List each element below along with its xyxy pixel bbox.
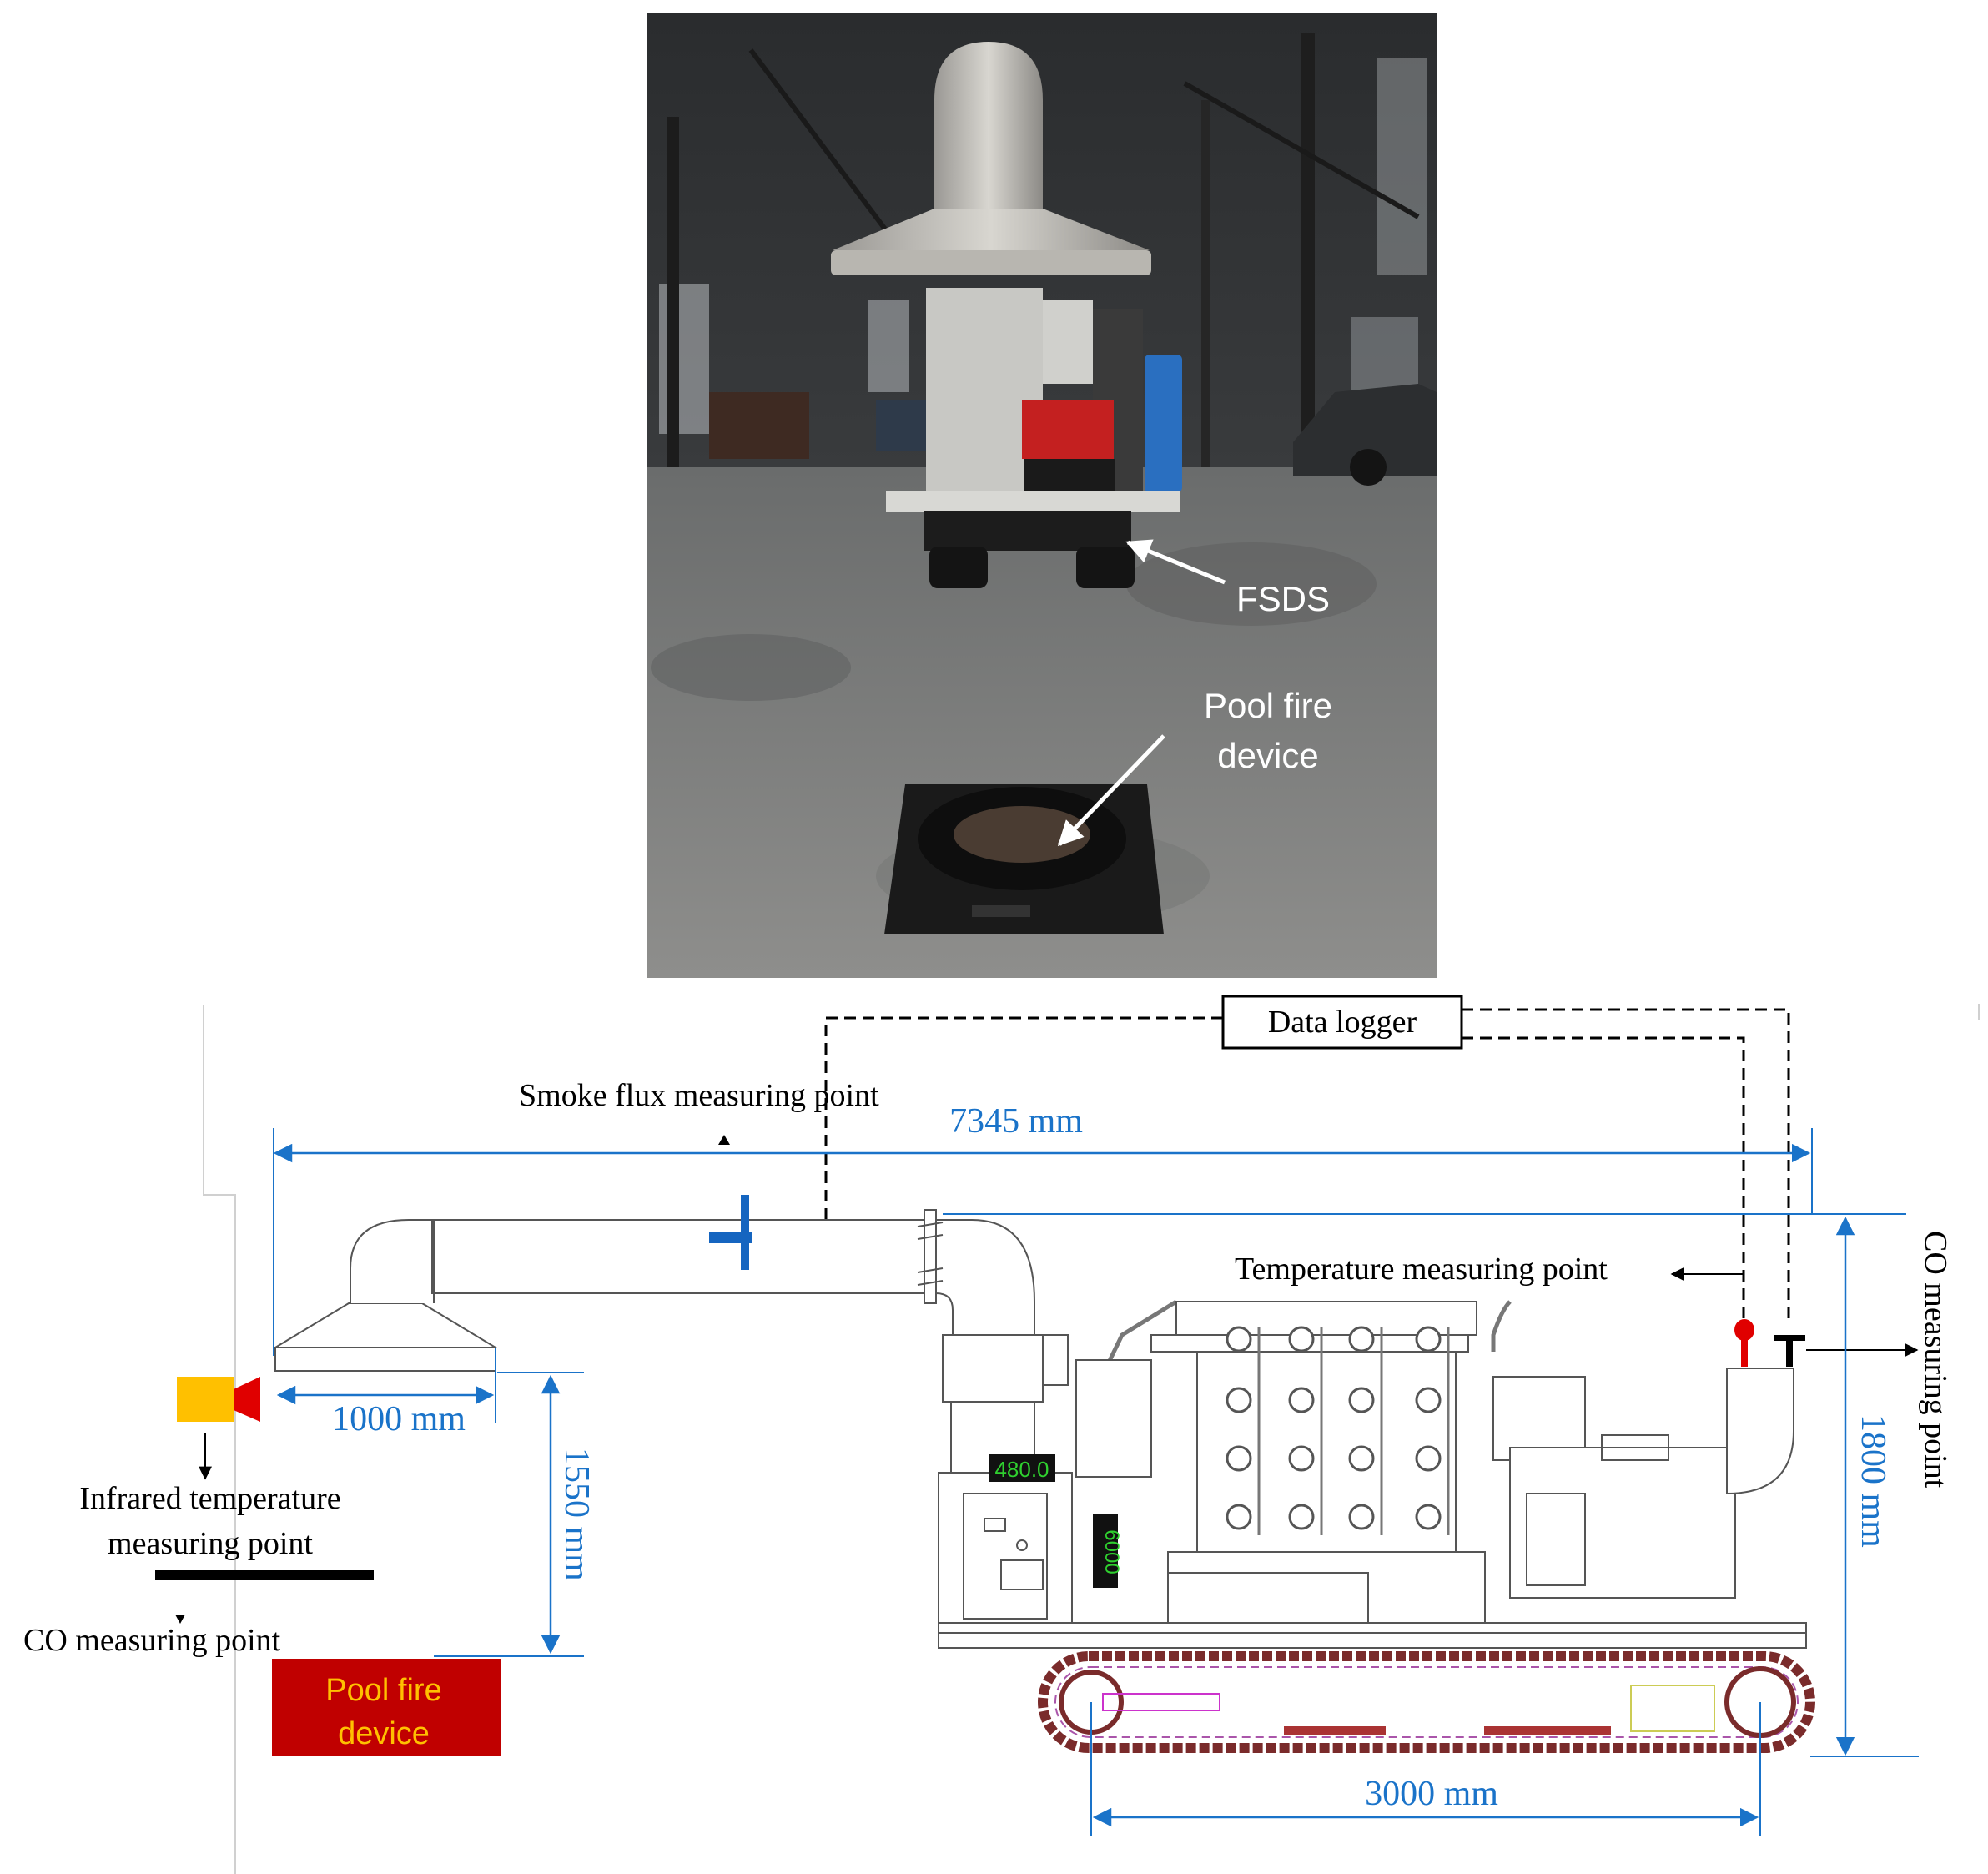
pool-fire-device-line1: Pool fire (325, 1673, 441, 1708)
fsds-vehicle-drawing (938, 1299, 1815, 1753)
smoke-hood-duct (272, 1209, 1035, 1372)
radiator-valve (1415, 1387, 1442, 1413)
panel-readout-vertical-box (1093, 1514, 1118, 1588)
radiator-valve (1415, 1504, 1442, 1530)
dim-total-length-label: 7345 mm (949, 1102, 1083, 1141)
co-point-right-label: CO measuring point (1918, 1231, 1953, 1489)
photo-fsds-label: FSDS (1236, 579, 1330, 618)
dim-vehicle-height-label: 1800 mm (1854, 1414, 1892, 1548)
radiator-valve (1415, 1445, 1442, 1472)
panel-readout: 480.0 (994, 1457, 1049, 1482)
photo-pool-fire-label-line1: Pool fire (1204, 686, 1332, 725)
diagram-panel: Data logger Smoke flux measuring point 7… (23, 995, 1980, 1874)
infrared-point-label-line1: Infrared temperature (79, 1481, 340, 1516)
dim-hood-width-label: 1000 mm (332, 1400, 466, 1438)
radiator-valve (1288, 1387, 1315, 1413)
infrared-sensor-icon (177, 1377, 260, 1422)
photo-panel: FSDS Pool fire device (647, 13, 1437, 978)
radiator-valve (1226, 1387, 1252, 1413)
radiator-valve (1348, 1504, 1375, 1530)
radiator-valve (1348, 1326, 1375, 1353)
cable-temperature-sensor (1462, 1036, 1745, 1320)
radiator-valve (1348, 1445, 1375, 1472)
radiator-valve (1348, 1387, 1375, 1413)
cable-co-sensor (1462, 1008, 1790, 1320)
radiator-valve (1288, 1504, 1315, 1530)
smoke-flux-point-label: Smoke flux measuring point (519, 1078, 879, 1113)
dim-hood-height-label: 1550 mm (557, 1448, 596, 1581)
pool-fire-device-line2: device (338, 1716, 430, 1751)
temperature-point-label: Temperature measuring point (1235, 1252, 1608, 1287)
data-logger-label: Data logger (1268, 1005, 1417, 1040)
dim-track-length-label: 3000 mm (1365, 1775, 1498, 1813)
radiator-valve (1415, 1326, 1442, 1353)
photo-pool-fire-label-line2: device (1217, 736, 1318, 775)
radiator-valve (1226, 1445, 1252, 1472)
co-point-left-arrow-icon (175, 1615, 185, 1624)
temperature-sensor-icon (1734, 1319, 1754, 1367)
radiator-valve (1288, 1445, 1315, 1472)
panel-readout-box (989, 1454, 1055, 1482)
radiator-grid (1226, 1326, 1450, 1535)
smoke-flux-arrow-icon (718, 1135, 730, 1145)
data-logger-box (1221, 995, 1463, 1050)
radiator-valve (1226, 1326, 1252, 1353)
panel-readout-vertical: 6000 (1100, 1529, 1123, 1574)
radiator-valve (1226, 1504, 1252, 1530)
infrared-target-bar (155, 1570, 374, 1580)
pool-fire-device-box (272, 1659, 501, 1756)
co-point-left-label: CO measuring point (23, 1623, 281, 1658)
smoke-flux-probe-icon (709, 1195, 752, 1270)
co-sensor-icon (1774, 1335, 1805, 1367)
radiator-valve (1288, 1326, 1315, 1353)
infrared-point-label-line2: measuring point (108, 1526, 313, 1561)
